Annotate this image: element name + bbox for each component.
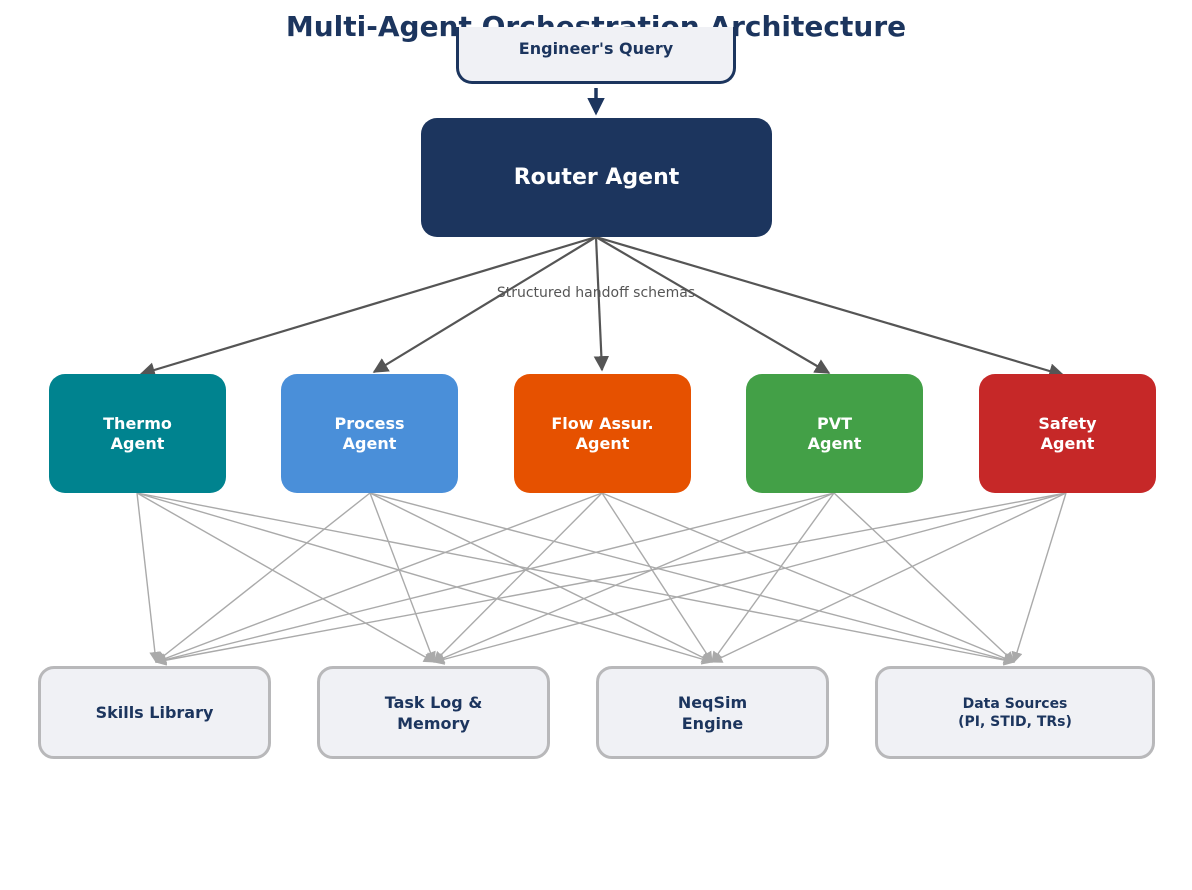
- thermo-agent-box: Thermo Agent: [49, 374, 226, 493]
- flow-assurance-to-task-log-memory-arrow: [433, 492, 603, 663]
- flow-assurance-agent-label: Flow Assur. Agent: [551, 413, 654, 453]
- pvt-to-skills-library-arrow: [154, 492, 835, 665]
- safety-agent-box: Safety Agent: [979, 374, 1156, 493]
- safety-to-neqsim-engine-arrow: [710, 492, 1067, 663]
- safety-agent-label: Safety Agent: [1038, 413, 1097, 453]
- pvt-to-data-sources-arrow: [833, 492, 1015, 663]
- router-to-thermo-arrow: [139, 235, 597, 378]
- flow-assurance-agent-box: Flow Assur. Agent: [514, 374, 691, 493]
- process-to-skills-library-arrow: [155, 492, 371, 663]
- data-sources-label: Data Sources (PI, STID, TRs): [958, 695, 1072, 730]
- safety-to-data-sources-arrow: [1011, 492, 1067, 664]
- skills-library-box: Skills Library: [38, 666, 271, 759]
- skills-library-label: Skills Library: [95, 703, 214, 722]
- process-agent-box: Process Agent: [281, 374, 458, 493]
- pvt-to-task-log-memory-arrow: [432, 492, 835, 664]
- thermo-to-data-sources-arrow: [136, 492, 1016, 666]
- router-to-flow-assurance-arrow: [593, 236, 610, 372]
- handoff-schemas-label: Structured handoff schemas: [496, 285, 696, 301]
- safety-to-task-log-memory-arrow: [432, 492, 1067, 665]
- process-to-task-log-memory-arrow: [369, 492, 436, 664]
- safety-to-skills-library-arrow: [154, 492, 1067, 666]
- engineer-query-box: Engineer's Query: [456, 27, 736, 84]
- flow-assurance-to-skills-library-arrow: [154, 492, 603, 664]
- router-agent-label: Router Agent: [513, 165, 680, 190]
- pvt-agent-box: PVT Agent: [746, 374, 923, 493]
- router-agent-box: Router Agent: [421, 118, 772, 237]
- router-to-pvt-arrow: [595, 236, 831, 374]
- process-to-data-sources-arrow: [369, 492, 1016, 665]
- router-to-safety-arrow: [595, 235, 1065, 379]
- pvt-to-neqsim-engine-arrow: [711, 492, 835, 663]
- process-agent-label: Process Agent: [334, 413, 405, 453]
- thermo-to-neqsim-engine-arrow: [136, 492, 714, 665]
- task-log-memory-label: Task Log & Memory: [384, 692, 483, 733]
- flow-assurance-to-neqsim-engine-arrow: [601, 492, 713, 663]
- neqsim-engine-box: NeqSim Engine: [596, 666, 829, 759]
- thermo-agent-label: Thermo Agent: [103, 413, 172, 453]
- pvt-agent-label: PVT Agent: [807, 413, 862, 453]
- engineer-query-label: Engineer's Query: [518, 39, 674, 58]
- process-to-neqsim-engine-arrow: [369, 492, 714, 663]
- neqsim-engine-label: NeqSim Engine: [677, 692, 748, 733]
- data-sources-box: Data Sources (PI, STID, TRs): [875, 666, 1155, 759]
- task-log-memory-box: Task Log & Memory: [317, 666, 550, 759]
- thermo-to-task-log-memory-arrow: [136, 492, 435, 663]
- thermo-to-skills-library-arrow: [136, 492, 161, 664]
- router-to-process-arrow: [372, 236, 597, 373]
- flow-assurance-to-data-sources-arrow: [601, 492, 1016, 664]
